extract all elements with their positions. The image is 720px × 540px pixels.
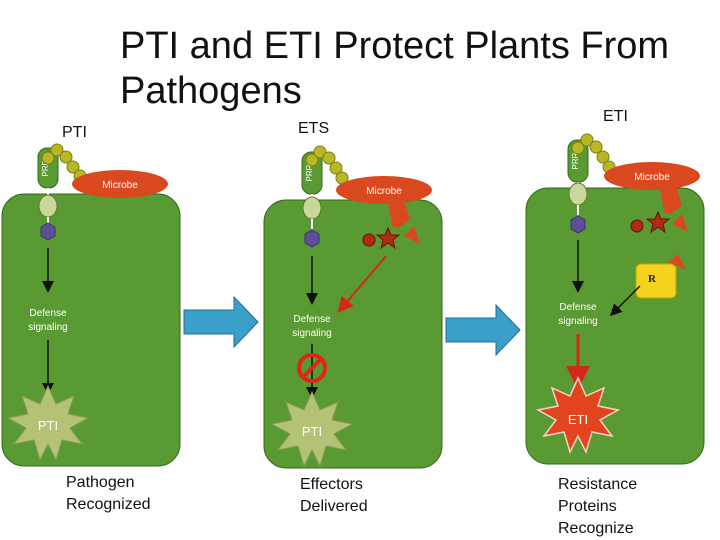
panel-pti: PRR Microbe Defense signaling PTI	[1, 143, 181, 467]
caption-line: Delivered	[300, 498, 368, 515]
caption-line: Effectors	[300, 476, 363, 493]
defense-label-line1: Defense	[559, 302, 597, 313]
caption-eti: Resistance Proteins Recognize	[558, 474, 637, 540]
plant-cell	[525, 187, 705, 465]
kinase-hexagon	[304, 229, 320, 248]
slide-title: PTI and ETI Protect Plants From Pathogen…	[120, 25, 670, 112]
blocked-icon	[297, 353, 327, 383]
prr-label: PRR	[305, 164, 314, 181]
panel-header-eti: ETI	[603, 108, 628, 125]
caption-line: Recognize	[558, 520, 634, 537]
kinase-hexagon	[40, 222, 56, 241]
effector-star	[375, 226, 401, 250]
panel-ets: PRR Microbe Defense signaling PTI	[263, 145, 443, 469]
effector-injector	[660, 186, 682, 214]
burst-label: ETI	[568, 412, 588, 427]
burst-label: PTI	[38, 418, 58, 433]
microbe	[72, 170, 168, 198]
r-protein-label: R	[648, 273, 657, 285]
defense-label-line2: signaling	[292, 328, 331, 339]
caption-line: Pathogen	[66, 474, 135, 491]
microbe	[604, 162, 700, 190]
panel-eti: PRR Microbe R Defense signaling ETI	[525, 133, 705, 465]
flagellin-beads	[305, 145, 349, 185]
caption-line: Recognized	[66, 496, 151, 513]
eti-burst	[535, 376, 621, 455]
pti-burst	[6, 384, 90, 462]
suppression-arrow	[337, 255, 387, 314]
defense-label-line1: Defense	[29, 308, 67, 319]
caption-pti: Pathogen Recognized	[66, 472, 151, 516]
microbe-label: Microbe	[102, 180, 138, 191]
effector-circle	[630, 219, 644, 233]
effector-injector	[388, 200, 410, 228]
defense-label-line2: signaling	[28, 322, 67, 333]
kinase-hexagon	[570, 215, 586, 234]
defense-label-line1: Defense	[293, 314, 331, 325]
transition-arrow	[183, 295, 259, 349]
burst-label: PTI	[302, 424, 322, 439]
r-bound-effector	[668, 254, 686, 270]
prr-label: PRR	[571, 152, 580, 169]
r-signal-arrow	[609, 285, 641, 317]
microbe-label: Microbe	[366, 186, 402, 197]
defense-label-line2: signaling	[558, 316, 597, 327]
pti-burst	[270, 390, 354, 468]
effector-star	[645, 210, 671, 234]
effector-triangle	[672, 214, 688, 232]
panel-header-pti: PTI	[62, 124, 87, 141]
caption-line: Resistance	[558, 476, 638, 493]
r-protein-box	[635, 263, 677, 299]
transition-arrow	[445, 303, 521, 357]
effector-triangle	[404, 226, 420, 244]
caption-line: Proteins	[558, 498, 617, 515]
flagellin-beads	[41, 143, 87, 183]
caption-ets: Effectors Delivered	[300, 474, 368, 518]
prr-label: PRR	[41, 159, 50, 176]
effector-circle	[362, 233, 376, 247]
panel-header-ets: ETS	[298, 120, 330, 137]
microbe	[336, 176, 432, 204]
microbe-label: Microbe	[634, 172, 670, 183]
